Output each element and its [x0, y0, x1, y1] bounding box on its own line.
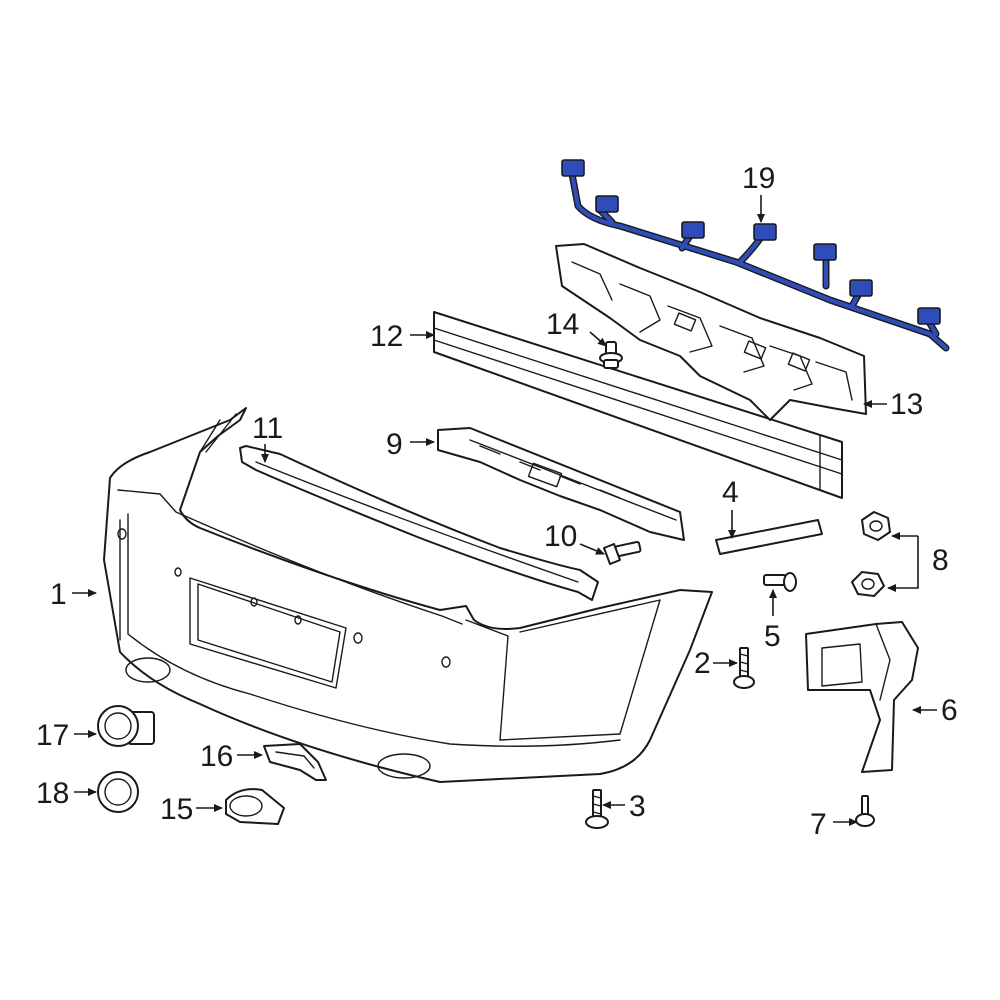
callout-18: 18	[36, 777, 69, 810]
screw-3-part[interactable]	[585, 789, 609, 829]
callout-15: 15	[160, 793, 193, 826]
sensor-ring-part[interactable]	[97, 771, 139, 813]
push-clip-part[interactable]	[599, 341, 623, 369]
leader-lines	[72, 195, 937, 826]
callout-5: 5	[764, 620, 781, 653]
callout-8: 8	[932, 544, 949, 577]
nuts-part[interactable]	[851, 511, 891, 597]
callout-3: 3	[629, 790, 646, 823]
screw-2-part[interactable]	[733, 647, 755, 689]
callout-10: 10	[544, 520, 577, 553]
sensor-bracket-part[interactable]	[263, 743, 327, 781]
callout-numbers: 1 2 3 4 5 6 7 8 9 10 11 12 13 14 15 16 1…	[36, 162, 958, 841]
callout-4: 4	[722, 476, 739, 509]
callout-6: 6	[941, 694, 958, 727]
bolt-5-part[interactable]	[763, 572, 797, 592]
callout-19: 19	[742, 162, 775, 195]
parking-sensor-part[interactable]	[97, 705, 155, 747]
bumper-cover-part[interactable]	[103, 407, 713, 783]
side-bracket-part[interactable]	[805, 621, 919, 773]
callout-2: 2	[694, 647, 711, 680]
screw-7-part[interactable]	[855, 795, 875, 827]
callout-12: 12	[370, 320, 403, 353]
callout-1: 1	[50, 578, 67, 611]
bolt-10-part[interactable]	[603, 540, 642, 565]
callout-14: 14	[546, 308, 579, 341]
trim-strip-part[interactable]	[715, 519, 823, 555]
step-pad-part[interactable]	[437, 427, 685, 541]
callout-11: 11	[252, 412, 283, 445]
callout-9: 9	[386, 428, 403, 461]
energy-absorber-part[interactable]	[555, 243, 867, 421]
callout-7: 7	[810, 808, 827, 841]
callout-13: 13	[890, 388, 923, 421]
callout-16: 16	[200, 740, 233, 773]
callout-17: 17	[36, 719, 69, 752]
upper-retainer-part[interactable]	[239, 445, 599, 601]
wiring-harness-part[interactable]	[561, 159, 950, 352]
sensor-housing-part[interactable]	[225, 788, 285, 825]
